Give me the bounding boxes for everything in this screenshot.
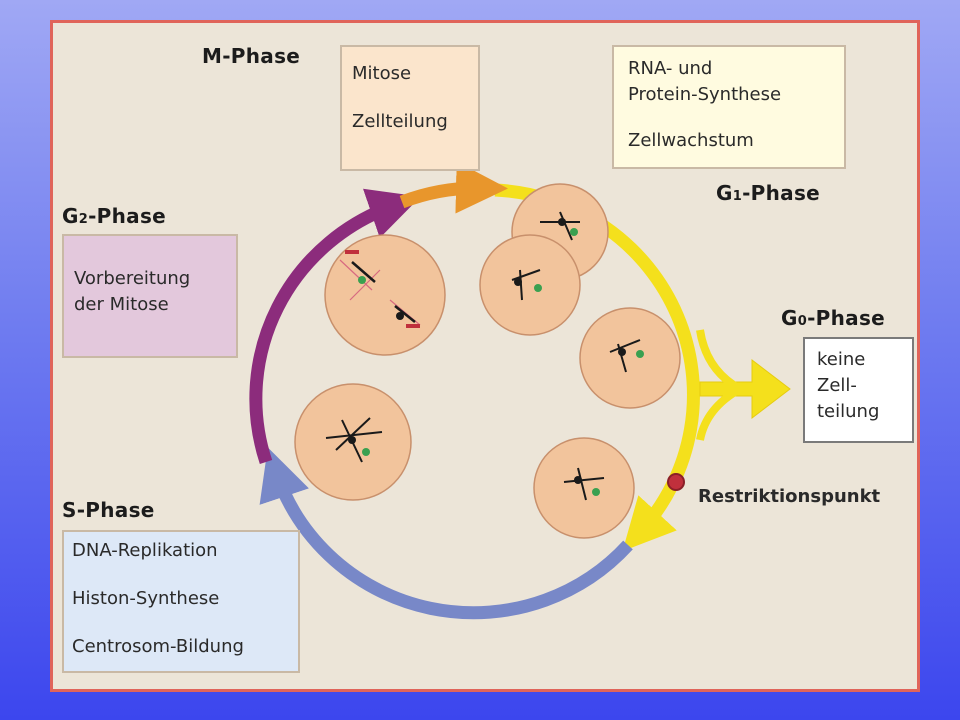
restriction-point-marker bbox=[667, 473, 685, 491]
cell-mitosis bbox=[324, 234, 446, 356]
g0-phase-title: G0-Phase bbox=[781, 306, 885, 330]
s-phase-line: Centrosom-Bildung bbox=[72, 636, 244, 658]
g0-exit-fork bbox=[696, 329, 749, 441]
cell-daughter-bottom bbox=[479, 234, 581, 336]
g1-title-sub: 1 bbox=[732, 189, 743, 204]
g2-title-main: G bbox=[62, 204, 79, 228]
g2-phase-arc bbox=[249, 188, 421, 465]
g1-phase-line: RNA- und bbox=[628, 58, 713, 79]
cell-s-phase bbox=[294, 383, 412, 501]
m-phase-box: Mitose Zellteilung bbox=[340, 45, 480, 171]
g2-phase-title: G2-Phase bbox=[62, 204, 166, 228]
g2-phase-line: Vorbereitung bbox=[74, 268, 191, 289]
m-phase-arc bbox=[399, 161, 508, 214]
s-phase-title: S-Phase bbox=[62, 498, 155, 522]
s-phase-line: Histon-Synthese bbox=[72, 588, 220, 610]
m-phase-title: M-Phase bbox=[202, 44, 301, 68]
g1-phase-box: RNA- und Protein-Synthese Zellwachstum bbox=[612, 45, 846, 169]
g2-title-sub: 2 bbox=[78, 212, 89, 227]
g2-phase-box: Vorbereitung der Mitose bbox=[62, 234, 238, 358]
g1-phase-title: G1-Phase bbox=[716, 181, 820, 205]
g0-title-sub: 0 bbox=[797, 314, 808, 329]
g0-phase-line: Zell- bbox=[817, 375, 857, 397]
g0-title-main: G bbox=[781, 306, 798, 330]
s-phase-box: DNA-Replikation Histon-Synthese Centroso… bbox=[62, 530, 300, 673]
g2-phase-line: der Mitose bbox=[74, 294, 169, 316]
g0-title-rest: -Phase bbox=[807, 306, 886, 330]
restriction-point-label: Restriktionspunkt bbox=[698, 486, 881, 507]
g1-title-rest: -Phase bbox=[742, 181, 821, 205]
g0-phase-box: keine Zell- teilung bbox=[803, 337, 914, 443]
g2-title-rest: -Phase bbox=[88, 204, 167, 228]
m-phase-line: Zellteilung bbox=[352, 111, 448, 133]
g1-title-main: G bbox=[716, 181, 733, 205]
s-phase-line: DNA-Replikation bbox=[72, 540, 218, 561]
g0-phase-line: keine bbox=[817, 349, 866, 370]
m-phase-line: Mitose bbox=[352, 63, 412, 84]
g0-phase-line: teilung bbox=[817, 401, 880, 423]
s-phase-arc bbox=[259, 447, 633, 620]
cell-g1-early bbox=[579, 307, 681, 409]
g1-phase-line: Zellwachstum bbox=[628, 130, 754, 152]
cell-g1-late bbox=[533, 437, 635, 539]
g1-phase-line: Protein-Synthese bbox=[628, 84, 782, 106]
